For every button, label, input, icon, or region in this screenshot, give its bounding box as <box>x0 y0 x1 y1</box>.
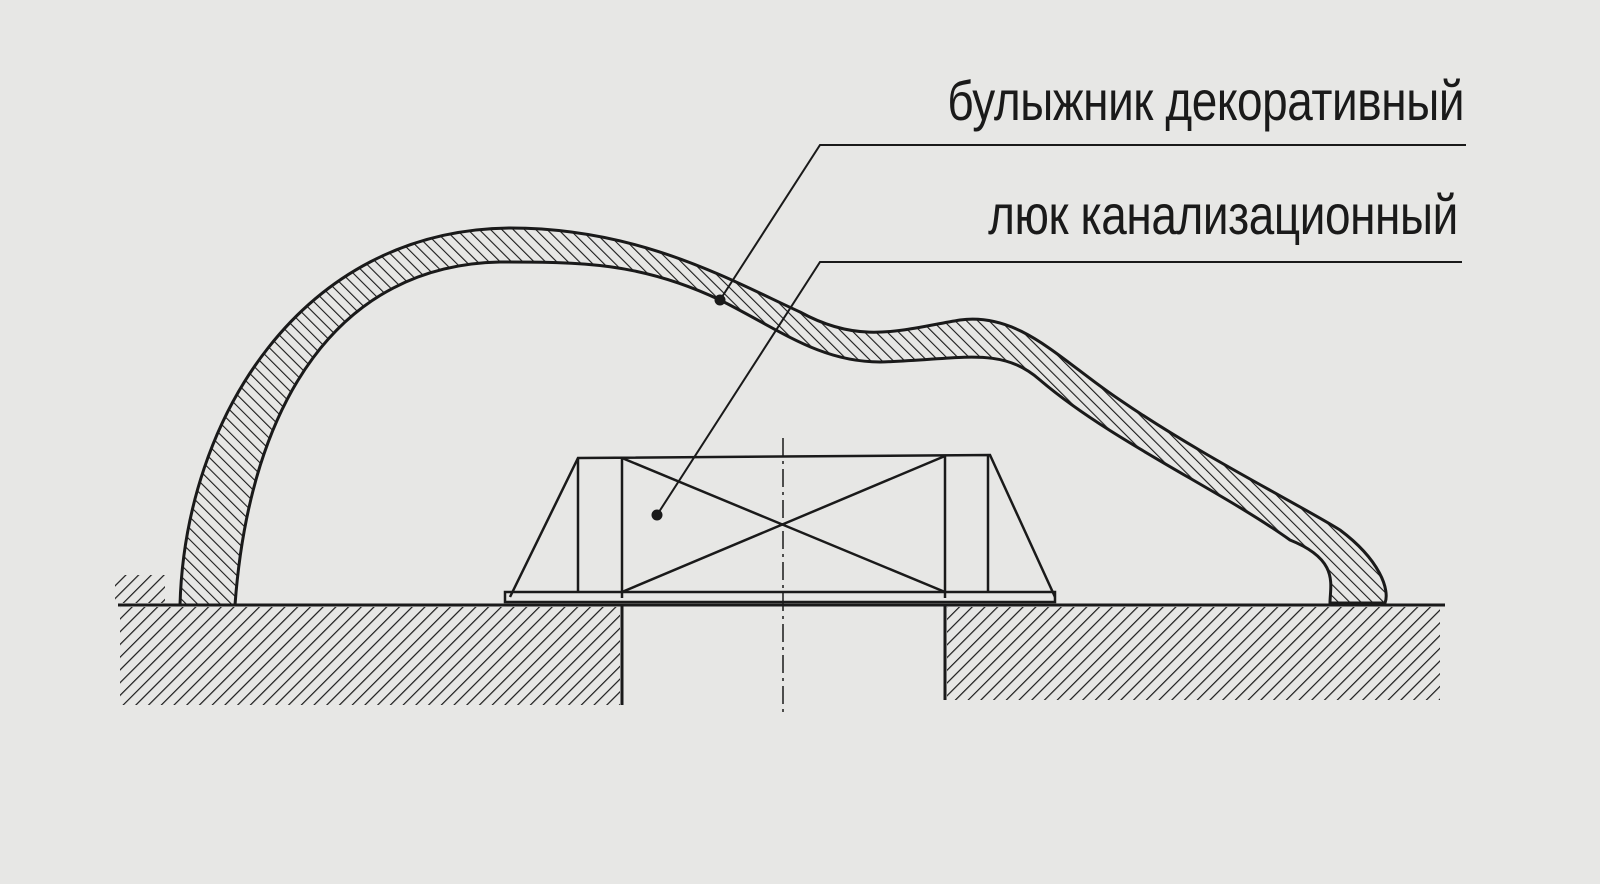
leader-manhole <box>656 261 1462 516</box>
ground-right-hatch <box>947 607 1440 700</box>
manhole <box>503 453 1057 604</box>
leader-stone <box>719 144 1466 301</box>
ground-left-hatch <box>120 607 620 705</box>
label-manhole: люк канализационный <box>988 183 1458 246</box>
label-stone: булыжник декоративный <box>947 69 1464 132</box>
decorative-stone <box>178 226 1388 607</box>
